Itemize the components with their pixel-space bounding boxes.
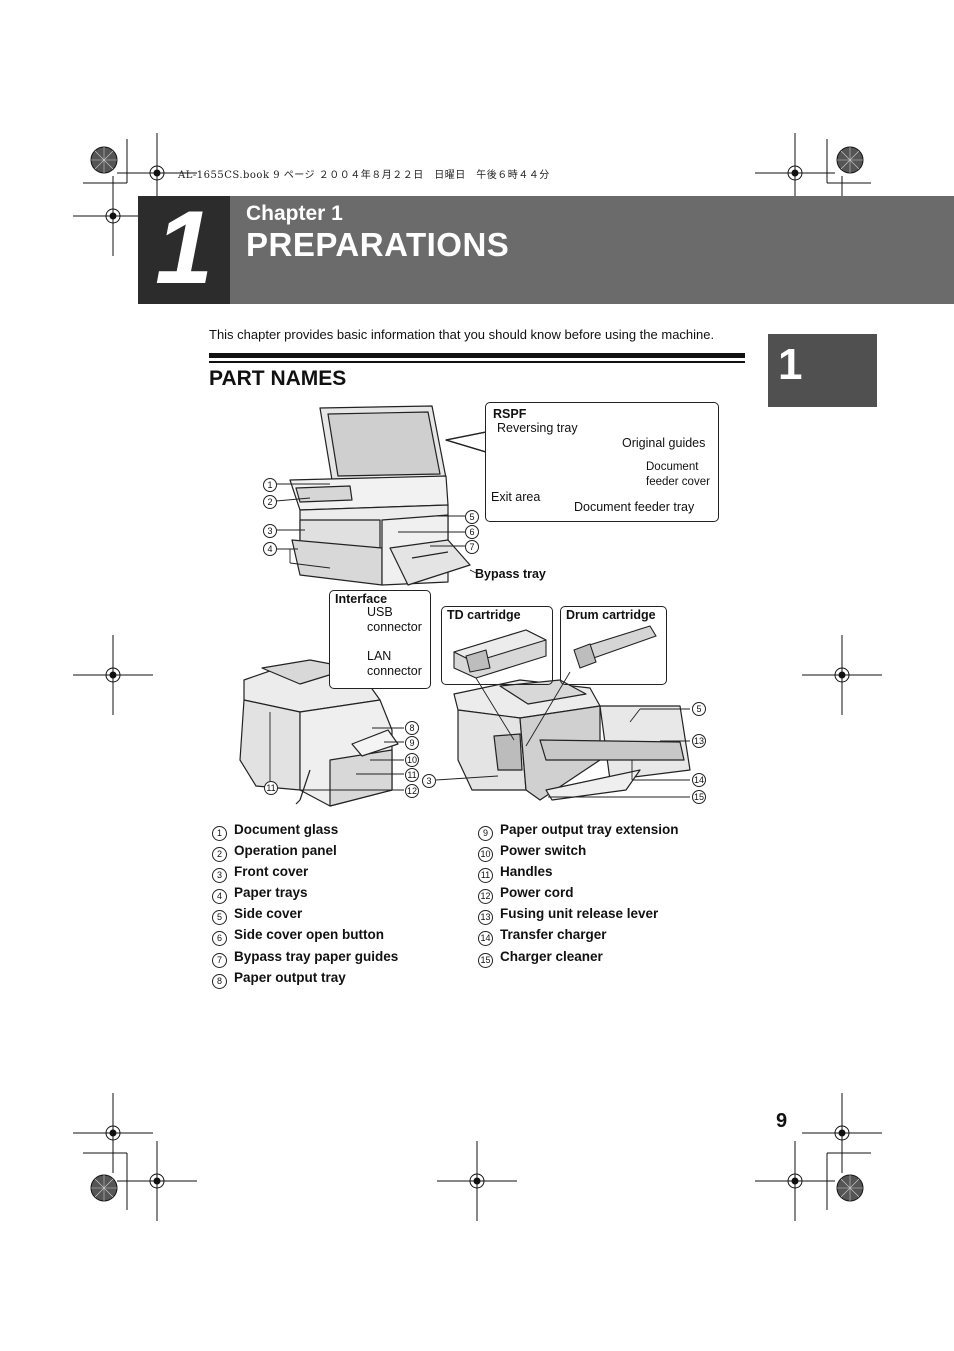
chapter-banner (230, 196, 954, 304)
chapter-label: Chapter 1 (246, 202, 343, 225)
callout-11-left: 11 (264, 781, 278, 795)
item-number: 15 (478, 953, 493, 968)
document-feeder-cover-label-1: Document (646, 461, 699, 473)
list-item: 11 Handles (478, 864, 553, 883)
list-item: 3 Front cover (212, 864, 308, 883)
callout-7: 7 (465, 540, 479, 554)
section-rule-thin (209, 361, 745, 363)
callout-3-rear: 3 (422, 774, 436, 788)
intro-text: This chapter provides basic information … (209, 327, 715, 342)
item-name: Front cover (234, 864, 309, 879)
item-name: Paper output tray extension (500, 822, 679, 837)
list-item: 5 Side cover (212, 906, 302, 925)
item-number: 3 (212, 868, 227, 883)
item-number: 2 (212, 847, 227, 862)
section-title: PART NAMES (209, 367, 347, 390)
list-item: 4 Paper trays (212, 885, 308, 904)
list-item: 6 Side cover open button (212, 927, 384, 946)
callout-11-right: 11 (405, 768, 419, 782)
item-number: 12 (478, 889, 493, 904)
page-number: 9 (776, 1110, 788, 1132)
lan-connector-label-1: LAN (367, 649, 392, 663)
callout-6: 6 (465, 525, 479, 539)
item-name: Operation panel (234, 843, 337, 858)
chapter-side-tab-number: 1 (778, 340, 803, 389)
callout-2: 2 (263, 495, 277, 509)
chapter-number-block (138, 196, 230, 304)
callout-14: 14 (692, 773, 706, 787)
usb-connector-label-1: USB (367, 605, 393, 619)
callout-4: 4 (263, 542, 277, 556)
callout-8: 8 (405, 721, 419, 735)
document-feeder-cover-label-2: feeder cover (646, 476, 710, 488)
item-number: 8 (212, 974, 227, 989)
list-item: 7 Bypass tray paper guides (212, 949, 398, 968)
chapter-side-tab (768, 334, 877, 407)
document-feeder-tray-label: Document feeder tray (574, 500, 695, 514)
chapter-number: 1 (155, 190, 213, 306)
interface-title: Interface (335, 592, 388, 606)
item-number: 4 (212, 889, 227, 904)
td-cartridge-callout-box (441, 606, 553, 685)
callout-10: 10 (405, 753, 419, 767)
print-slug: AL-1655CS.book 9 ページ ２００４年８月２２日 日曜日 午後６時… (178, 170, 550, 181)
list-item: 9 Paper output tray extension (478, 822, 679, 841)
list-item: 14 Transfer charger (478, 927, 607, 946)
drum-cartridge-callout-box (560, 606, 667, 685)
callout-1: 1 (263, 478, 277, 492)
rspf-callout-box (485, 402, 719, 522)
item-number: 9 (478, 826, 493, 841)
callout-5-rear: 5 (692, 702, 706, 716)
item-number: 1 (212, 826, 227, 841)
list-item: 2 Operation panel (212, 843, 337, 862)
bypass-tray-label: Bypass tray (475, 567, 546, 581)
item-name: Handles (500, 864, 553, 879)
callout-5: 5 (465, 510, 479, 524)
parts-list-left: 1 Document glass 2 Operation panel 3 Front … (212, 822, 472, 992)
item-name: Bypass tray paper guides (234, 949, 399, 964)
item-name: Paper output tray (234, 970, 346, 985)
item-name: Side cover open button (234, 927, 385, 942)
item-number: 5 (212, 910, 227, 925)
item-name: Power cord (500, 885, 574, 900)
list-item: 8 Paper output tray (212, 970, 346, 989)
item-number: 14 (478, 931, 493, 946)
reversing-tray-label: Reversing tray (497, 421, 578, 435)
drum-cartridge-label: Drum cartridge (566, 608, 656, 622)
callout-15: 15 (692, 790, 706, 804)
chapter-title: PREPARATIONS (246, 226, 510, 263)
callout-12: 12 (405, 784, 419, 798)
usb-connector-label-2: connector (367, 620, 422, 634)
parts-list-right: 9 Paper output tray extension 10 Power swi… (478, 822, 738, 972)
item-number: 13 (478, 910, 493, 925)
list-item: 12 Power cord (478, 885, 574, 904)
item-name: Power switch (500, 843, 587, 858)
td-cartridge-label: TD cartridge (447, 608, 521, 622)
item-name: Paper trays (234, 885, 308, 900)
interface-callout-box (329, 590, 431, 689)
section-rule (209, 353, 745, 358)
callout-13: 13 (692, 734, 706, 748)
list-item: 10 Power switch (478, 843, 586, 862)
item-name: Transfer charger (500, 927, 607, 942)
lan-connector-label-2: connector (367, 664, 422, 678)
item-name: Document glass (234, 822, 339, 837)
exit-area-label: Exit area (491, 490, 541, 504)
item-number: 10 (478, 847, 493, 862)
list-item: 15 Charger cleaner (478, 949, 603, 968)
item-name: Fusing unit release lever (500, 906, 659, 921)
item-number: 11 (478, 868, 493, 883)
original-guides-label: Original guides (622, 436, 706, 450)
callout-3: 3 (263, 524, 277, 538)
item-number: 6 (212, 931, 227, 946)
item-number: 7 (212, 953, 227, 968)
list-item: 1 Document glass (212, 822, 338, 841)
item-name: Side cover (234, 906, 303, 921)
list-item: 13 Fusing unit release lever (478, 906, 658, 925)
rspf-title: RSPF (493, 407, 527, 421)
callout-9: 9 (405, 736, 419, 750)
item-name: Charger cleaner (500, 949, 603, 964)
